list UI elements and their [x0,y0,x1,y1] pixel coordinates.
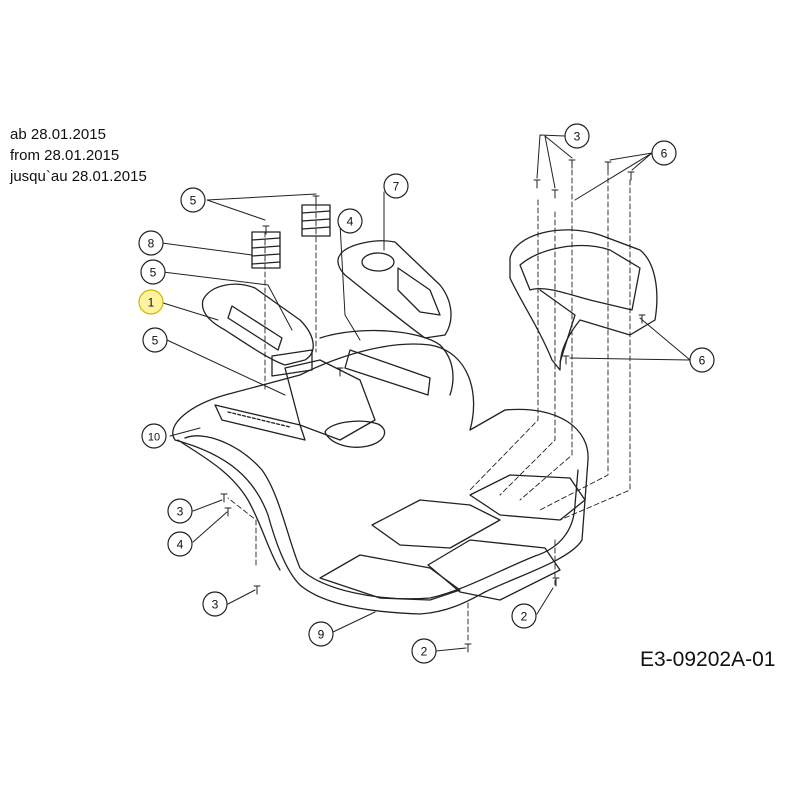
seat-hole [324,420,386,448]
callout-number: 8 [148,237,155,251]
callout-number: 2 [421,645,428,659]
assembly-line-1 [469,199,539,491]
fender-ridge-2 [344,349,431,396]
right-step-plate [469,474,586,521]
fender-ridge [319,329,454,396]
callout-c6-right: 6 [689,347,715,373]
callout-c3-top: 3 [564,123,590,149]
callout-circle [138,289,164,315]
part-1-inner [227,305,283,351]
date-line-en: from 28.01.2015 [10,147,120,164]
fender-inner-rim [184,435,579,600]
callout-c9: 9 [308,621,334,647]
callout-circle [337,208,363,234]
callout-number: 5 [152,334,159,348]
callout-number: 10 [148,432,160,444]
callout-number: 6 [661,147,668,161]
callout-c2-right: 2 [511,603,537,629]
callout-number: 2 [521,610,528,624]
screws [220,159,646,653]
callout-circle [308,621,334,647]
cup-hole [361,252,395,272]
callout-number: 1 [148,296,155,310]
drawing-number: E3-09202A-01 [640,648,776,671]
tray-slot [397,267,441,316]
control-slot [227,411,291,428]
callout-circle [383,173,409,199]
part-6-bracket [509,229,658,371]
callout-c10: 10 [141,423,167,449]
assembly-line-3 [519,169,573,501]
callout-c2-bottom: 2 [411,638,437,664]
left-wheel-arch [177,439,281,571]
assembly-line-5 [559,179,631,521]
control-strip [214,404,306,441]
callout-c5-mid: 5 [140,259,166,285]
fender-body [172,343,589,615]
leader-lines [159,134,691,652]
floor-panel [371,499,501,549]
part-6-flange [539,289,576,363]
callout-number: 6 [699,354,706,368]
assembly-line-4 [539,169,609,511]
callout-number: 7 [393,180,400,194]
callout-c8: 8 [138,230,164,256]
callout-c4-top: 4 [337,208,363,234]
callout-c3-left: 3 [167,498,193,524]
callout-c4-left: 4 [167,531,193,557]
footrest-right [427,539,561,601]
callout-circle [411,638,437,664]
callout-circle [167,531,193,557]
callout-c3-bottom: 3 [202,591,228,617]
callout-circle [511,603,537,629]
callout-c5-low: 5 [142,327,168,353]
callout-circle [651,140,677,166]
callout-circle [142,327,168,353]
assembly-line-2 [499,211,556,496]
callout-circle [138,230,164,256]
part-1-cover [201,283,314,366]
spring-8-right [301,204,331,237]
callout-circle [689,347,715,373]
footrest-left [319,554,461,601]
callout-c7: 7 [383,173,409,199]
callout-circle [564,123,590,149]
callout-circle [141,423,167,449]
callout-number: 9 [318,628,325,642]
callout-c5-top: 5 [180,187,206,213]
part-7-tray [337,240,452,339]
date-line-de: ab 28.01.2015 [10,126,106,143]
callout-number: 5 [150,266,157,280]
callout-number: 4 [347,215,354,229]
callout-number: 3 [212,598,219,612]
callout-c1: 1 [138,289,164,315]
callout-circle [167,498,193,524]
part-1-base [271,349,313,377]
spring-8-left [251,231,281,269]
callout-number: 3 [574,130,581,144]
date-line-fr: jusqu`au 28.01.2015 [10,168,147,185]
part-6-inner [519,244,641,311]
callout-circle [202,591,228,617]
assembly-line-8 [227,497,257,566]
callout-circle [140,259,166,285]
callout-circle [180,187,206,213]
callout-number: 4 [177,538,184,552]
callout-number: 3 [177,505,184,519]
callout-number: 5 [190,194,197,208]
callout-c6-top: 6 [651,140,677,166]
